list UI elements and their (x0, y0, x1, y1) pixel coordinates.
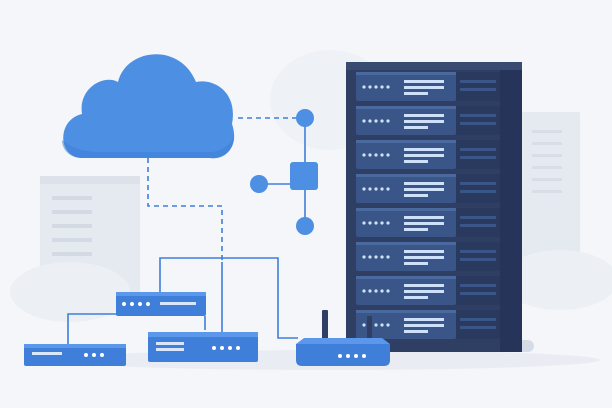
rack-side (500, 62, 522, 352)
cloud-dashed-link-down (147, 158, 223, 262)
node-left (250, 175, 268, 193)
rack-unit (356, 140, 500, 169)
node-hub-square (290, 162, 318, 190)
cloud-icon (62, 54, 235, 159)
link-switch-top (159, 257, 298, 339)
rack-unit (356, 174, 500, 203)
node-bottom (296, 217, 314, 235)
server-rack-icon (338, 62, 534, 352)
network-switch-top-icon (116, 292, 206, 316)
rack-unit (356, 106, 500, 135)
rack-body (346, 62, 522, 352)
node-top (296, 109, 314, 127)
link-switch-left (67, 313, 118, 346)
router-icon (296, 310, 390, 366)
rack-unit (356, 310, 500, 339)
rack-top (346, 62, 522, 70)
bg-cloud-left (10, 262, 130, 322)
rack-unit (356, 276, 500, 305)
network-node-graph (250, 109, 318, 235)
network-switch-icon (24, 344, 126, 366)
bg-building-left-windows (52, 196, 92, 256)
network-hub-icon (148, 332, 258, 362)
bg-cloud-right (502, 250, 612, 310)
rack-unit (356, 72, 500, 101)
rack-unit (356, 242, 500, 271)
bg-building-right-windows (532, 130, 562, 193)
rack-units (356, 72, 500, 339)
rack-unit (356, 208, 500, 237)
